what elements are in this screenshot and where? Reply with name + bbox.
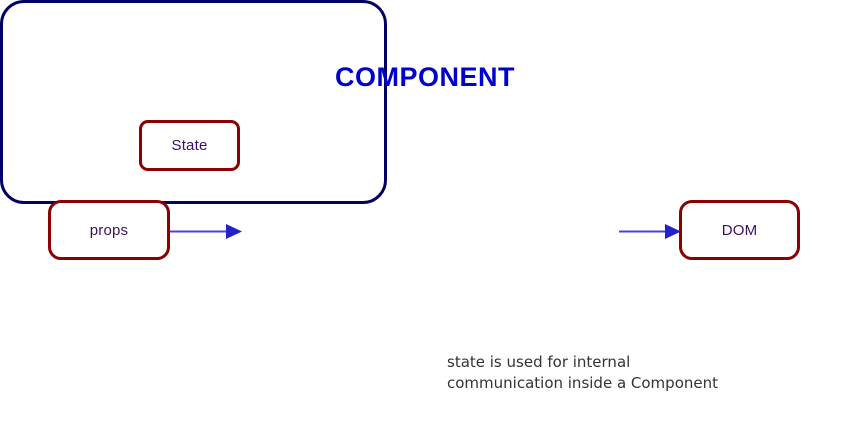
node-state-label: State (171, 137, 208, 154)
arrow-head (226, 224, 242, 239)
node-props-label: props (89, 221, 129, 239)
node-dom-label: DOM (721, 221, 758, 239)
node-dom[interactable]: DOM (679, 200, 800, 260)
arrow-head (665, 224, 681, 239)
node-props[interactable]: props (48, 200, 170, 260)
node-component-title: COMPONENT (335, 62, 515, 92)
node-component[interactable]: COMPONENT State (0, 0, 515, 204)
arrow-props-to-component (170, 224, 242, 239)
node-state[interactable]: State (139, 120, 240, 171)
arrow-component-to-dom (619, 224, 681, 239)
caption-note: state is used for internal communication… (447, 353, 718, 392)
